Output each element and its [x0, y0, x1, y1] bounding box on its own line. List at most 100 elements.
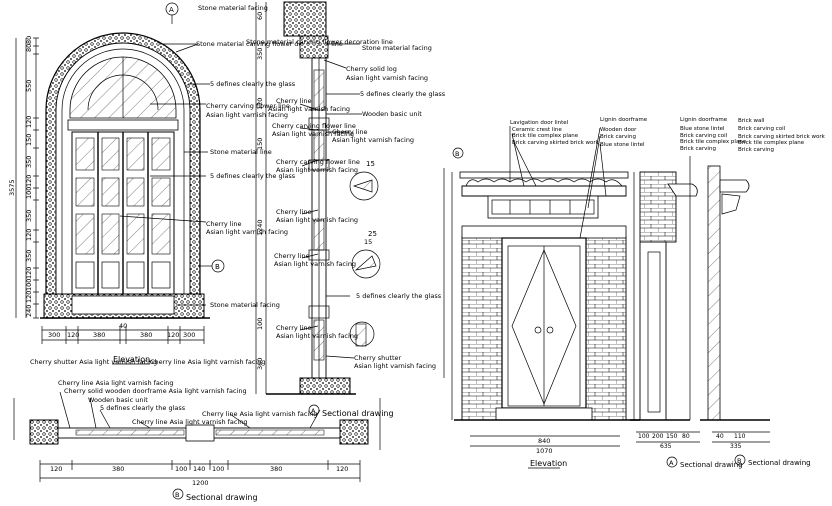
rcallout-stone-lintel: Blue stone lintel: [600, 142, 645, 148]
dim-v10: 120: [25, 229, 33, 241]
dim-h7: 300: [183, 331, 195, 339]
scallout-glass-1: 5 defines clearly the glass: [360, 90, 446, 98]
dim-v-total: 3575: [8, 179, 16, 196]
detail-circle-2: [351, 249, 381, 279]
marker-b-label: B: [215, 263, 220, 271]
plan-section: Cherry line Asia light varnish facing Ch…: [13, 379, 381, 502]
rcallout-brick-carving-3: Brick carving: [738, 147, 774, 153]
brick-wall-left: [461, 235, 503, 421]
radim-1: 100: [638, 433, 650, 440]
marker-a-right-label: A: [669, 459, 674, 467]
sdim-5: 1240: [256, 219, 264, 236]
right-elevation: B 840 1070 Elevation: [443, 117, 648, 469]
dim-v6: 350: [25, 156, 33, 168]
marker-b-right2-circle: [734, 454, 746, 466]
callout-stone-carving-line: Stone material carving flower decoration…: [196, 40, 343, 48]
scallout-carving-flower-2: Cherry carving flower line: [276, 158, 360, 166]
pcallout-4: 5 defines clearly the glass: [100, 404, 186, 412]
sdim-3: 120: [256, 98, 264, 110]
detail-label-1: 15: [366, 160, 375, 168]
scallout-glass-2: 5 defines clearly the glass: [356, 292, 442, 300]
door-leaves: [71, 131, 175, 295]
right-sections: Lignin doorframe Blue stone lintel Brick…: [630, 117, 826, 469]
scallout-cherry-line-3: Cherry line: [276, 208, 312, 216]
pdim-7: 120: [336, 465, 348, 473]
dim-v3: 550: [25, 80, 33, 92]
sdim-4: 150: [256, 138, 264, 150]
scallout-solid-log: Cherry solid log: [346, 65, 397, 73]
marker-b-right-label: B: [455, 150, 459, 158]
pdim-total: 1200: [192, 479, 209, 487]
title-section-b-right: Sectional drawing: [748, 459, 811, 467]
dim-v9: 350: [25, 210, 33, 222]
rbdim-2: 110: [734, 433, 746, 440]
radim-3: 150: [666, 433, 678, 440]
pdim-6: 380: [270, 465, 282, 473]
callout-cherry-carving: Cherry carving flower line: [206, 102, 290, 110]
rcallout-skirt-2: Brick carving skirted brick work: [738, 134, 826, 140]
dim-v4: 120: [25, 116, 33, 128]
rbdim-total: 335: [730, 443, 742, 450]
title-section-a-right: Sectional drawing: [680, 461, 743, 469]
scallout-varnish-5: Asian light varnish facing: [276, 166, 358, 174]
callout-cherry-line: Cherry line: [206, 220, 242, 228]
marker-b-plan-circle: [172, 488, 184, 500]
marker-b-right-circle: [452, 147, 464, 159]
rdim-1: 840: [538, 437, 550, 445]
scallout-varnish-4: Asian light varnish facing: [332, 136, 414, 144]
marker-a-label: A: [169, 6, 174, 14]
callout-cherry-line-bottom: Cherry line Asia light varnish facing: [150, 358, 266, 366]
radim-4: 80: [682, 433, 690, 440]
rcallout-tile: Brick tile complex plane: [512, 133, 579, 139]
rcallout-lintel: Lavigation door lintel: [510, 120, 569, 126]
title-section-a: Sectional drawing: [322, 409, 394, 418]
callout-stone-facing-bottom: Stone material facing: [210, 301, 280, 309]
rcallout-doorframe-2: Lignin doorframe: [680, 117, 728, 123]
rcallout-brick-carving: Brick carving: [600, 134, 636, 140]
scallout-varnish-3: Asian light varnish facing: [272, 130, 354, 138]
scallout-cherry-line-1: Cherry line: [276, 97, 312, 105]
scallout-cherry-shutter: Cherry shutter: [354, 354, 402, 362]
dim-v12: 120: [25, 267, 33, 279]
rdim-2: 1070: [536, 447, 553, 455]
rcallout-door: Wooden door: [600, 127, 637, 133]
scallout-wooden-unit: Wooden basic unit: [362, 110, 422, 118]
callout-glass-2: 5 defines clearly the glass: [210, 172, 296, 180]
dim-h4: 40: [119, 322, 127, 330]
dim-h2: 120: [67, 331, 79, 339]
dim-h6: 120: [167, 331, 179, 339]
scallout-varnish-8: Asian light varnish facing: [276, 332, 358, 340]
callout-stone-line: Stone material line: [210, 148, 272, 156]
scallout-stone-facing: Stone material facing: [362, 44, 432, 52]
radim-total: 635: [660, 443, 672, 450]
left-elevation: 80 80 550 120 150 350 120 100 350 120 35…: [8, 4, 343, 366]
scallout-cherry-line-5: Cherry line: [276, 324, 312, 332]
dim-v2: 80: [25, 44, 33, 52]
dim-v14: 120: [25, 291, 33, 303]
rcallout-skirt: Brick carving skirted brick work: [512, 140, 600, 146]
radim-2: 200: [652, 433, 664, 440]
pdim-2: 380: [112, 465, 124, 473]
scallout-carving-flower-1: Cherry carving flower line: [272, 122, 356, 130]
scallout-varnish-6: Asian light varnish facing: [276, 216, 358, 224]
pcallout-3: Wooden basic unit: [88, 396, 148, 404]
callout-asian-varnish-1: Asian light varnish facing: [206, 111, 288, 119]
dim-v15: 240: [25, 305, 33, 317]
sdim-1: 60: [256, 12, 264, 20]
scallout-cherry-line-2: Cherry line: [332, 128, 368, 136]
dim-v13: 100: [25, 279, 33, 291]
callout-stone-facing-top: Stone material facing: [198, 4, 268, 12]
pdim-3: 100: [175, 465, 187, 473]
dim-v5: 150: [25, 134, 33, 146]
scallout-varnish-9: Asian light varnish facing: [354, 362, 436, 370]
dim-v7: 120: [25, 175, 33, 187]
sdim-6: 100: [256, 318, 264, 330]
scallout-cherry-line-4: Cherry line: [274, 252, 310, 260]
pcallout-5: Cherry line Asia light varnish facing: [132, 418, 248, 426]
callout-asian-varnish-2: Asian light varnish facing: [206, 228, 288, 236]
marker-b-right2-label: B: [737, 457, 741, 465]
rcallout-stone-lintel-2: Blue stone lintel: [680, 126, 725, 132]
detail-circle-1: [349, 171, 379, 201]
title-elevation-right: Elevation: [530, 459, 567, 468]
